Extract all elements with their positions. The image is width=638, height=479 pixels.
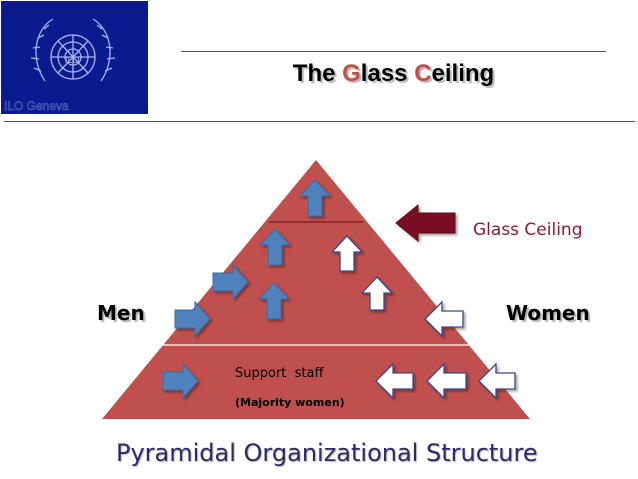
pyramid: [102, 160, 530, 419]
ilo-logo: ILO: [1, 1, 148, 114]
glass-ceiling-arrow: [395, 203, 456, 243]
women-label: Women: [506, 301, 590, 325]
glass-ceiling-label: Glass Ceiling: [473, 220, 583, 240]
header-rule-top: [181, 51, 606, 52]
blue-right-arrow: [162, 362, 199, 400]
white-up-arrow: [360, 276, 394, 311]
blue-right-arrow: [212, 263, 249, 301]
title-part-1: The: [292, 60, 343, 87]
title-part-3: eiling: [431, 60, 495, 87]
majority-women-label: (Majority women): [235, 396, 345, 409]
white-left-arrow: [426, 362, 467, 400]
title-letter-c: C: [414, 60, 432, 87]
blue-up-arrow: [258, 228, 292, 266]
white-left-arrow: [478, 362, 516, 400]
un-emblem-icon: ILO: [30, 18, 116, 82]
support-staff-label: Support staff: [235, 366, 324, 381]
men-label: Men: [97, 301, 145, 325]
white-left-arrow: [424, 300, 464, 338]
blue-right-arrow: [174, 300, 211, 338]
page-title: The Glass Ceiling: [181, 60, 606, 88]
diagram-caption: Pyramidal Organizational Structure: [116, 439, 538, 467]
svg-text:ILO: ILO: [65, 55, 80, 65]
title-letter-g: G: [342, 60, 361, 87]
blue-up-arrow: [257, 282, 291, 320]
title-part-2: lass: [360, 60, 415, 87]
header-rule-bottom: [4, 121, 635, 122]
white-up-arrow: [330, 235, 364, 272]
blue-up-arrow: [298, 179, 332, 217]
white-left-arrow: [375, 362, 414, 400]
logo-caption: ILO Geneva: [4, 99, 69, 113]
